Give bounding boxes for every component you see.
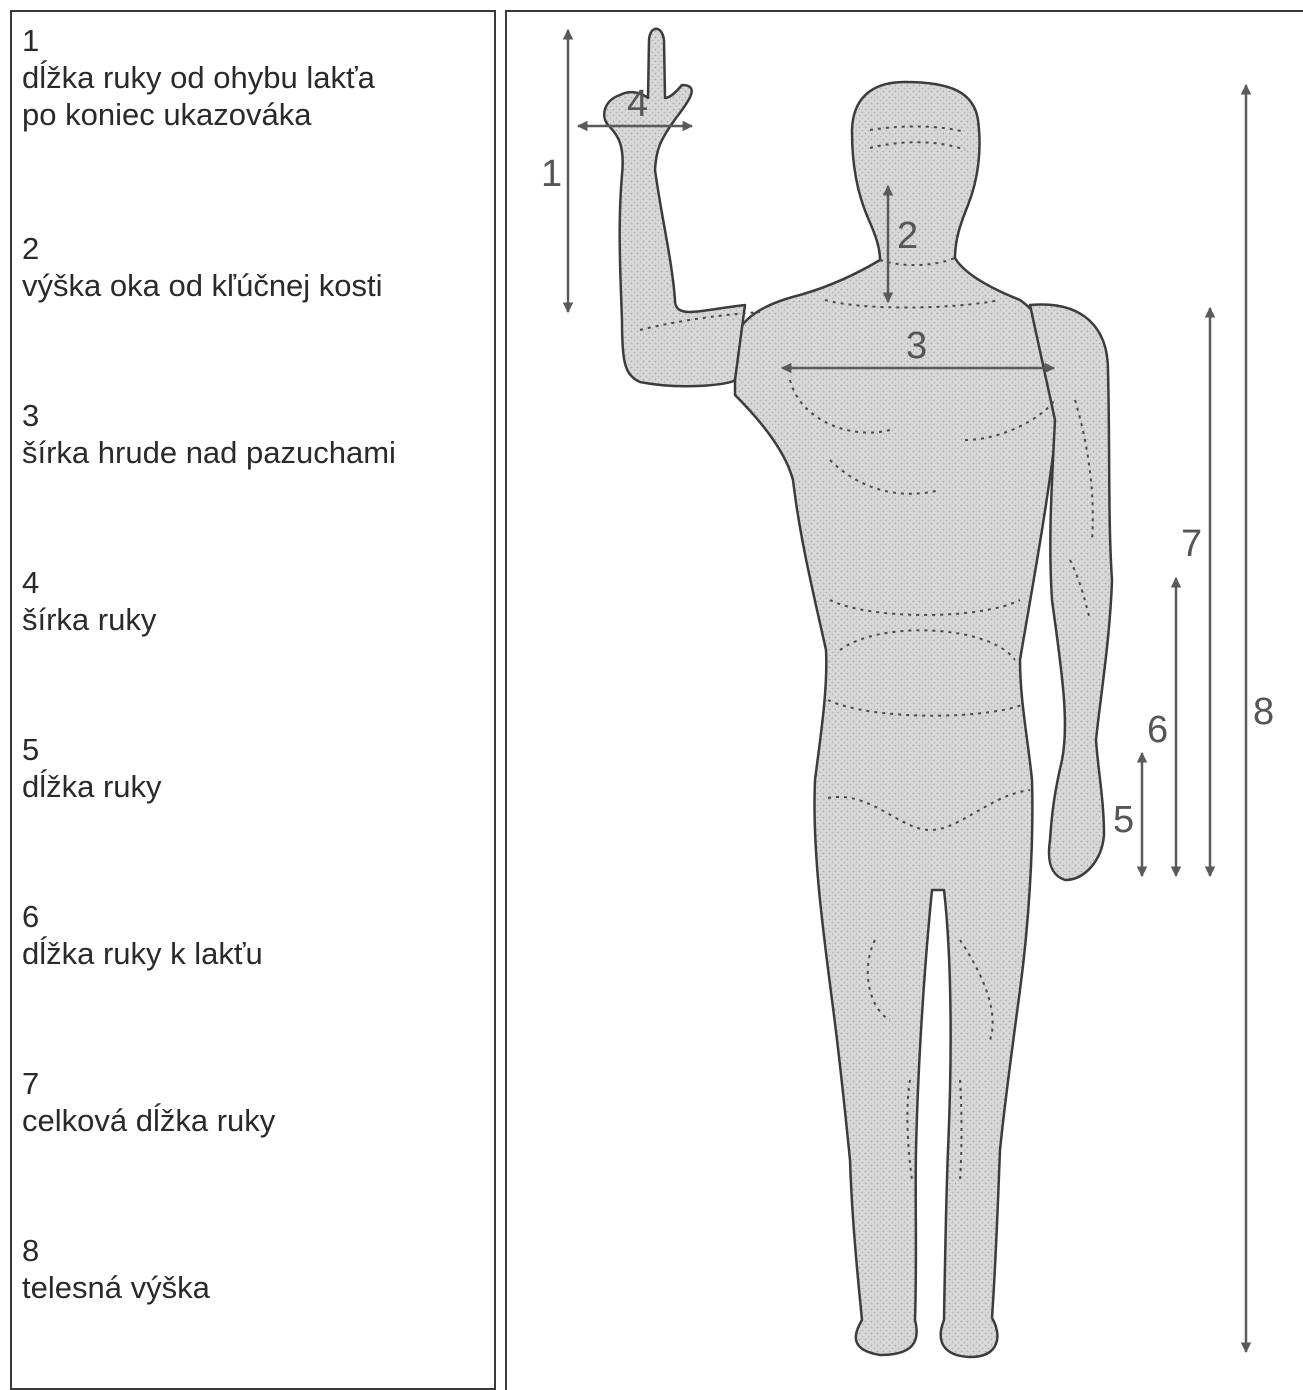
measure-label-4: 4 (627, 83, 648, 125)
legend-description: telesná výška (22, 1269, 210, 1306)
legend-item-5: 5 dĺžka ruky (22, 731, 162, 805)
legend-item-4: 4 šírka ruky (22, 564, 156, 638)
measure-label-5: 5 (1113, 799, 1134, 841)
legend-number: 1 (22, 22, 375, 59)
legend-description: šírka ruky (22, 601, 156, 638)
legend-description: celková dĺžka ruky (22, 1102, 275, 1139)
legend-description: dĺžka ruky (22, 768, 162, 805)
legend-number: 3 (22, 397, 396, 434)
legend-number: 4 (22, 564, 156, 601)
legend-description: dĺžka ruky k lakťu (22, 935, 263, 972)
legend-panel (10, 10, 496, 1390)
body-measurement-diagram: 1 2 3 4 5 6 7 8 (505, 10, 1303, 1389)
legend-description: po koniec ukazováka (22, 96, 375, 133)
legend-number: 5 (22, 731, 162, 768)
legend-item-3: 3 šírka hrude nad pazuchami (22, 397, 396, 471)
legend-number: 2 (22, 230, 383, 267)
measure-label-6: 6 (1147, 709, 1168, 751)
legend-item-6: 6 dĺžka ruky k lakťu (22, 898, 263, 972)
legend-description: výška oka od kľúčnej kosti (22, 267, 383, 304)
measure-label-3: 3 (906, 325, 927, 367)
legend-description: šírka hrude nad pazuchami (22, 434, 396, 471)
legend-item-2: 2 výška oka od kľúčnej kosti (22, 230, 383, 304)
legend-description: dĺžka ruky od ohybu lakťa (22, 59, 375, 96)
figure-head-torso (735, 82, 1056, 1357)
legend-item-1: 1 dĺžka ruky od ohybu lakťa po koniec uk… (22, 22, 375, 133)
figure-raised-arm (604, 29, 745, 386)
measure-label-2: 2 (897, 215, 918, 257)
legend-item-7: 7 celková dĺžka ruky (22, 1065, 275, 1139)
legend-item-8: 8 telesná výška (22, 1232, 210, 1306)
legend-number: 8 (22, 1232, 210, 1269)
legend-number: 7 (22, 1065, 275, 1102)
measure-label-1: 1 (541, 153, 562, 195)
measure-label-7: 7 (1181, 523, 1202, 565)
legend-number: 6 (22, 898, 263, 935)
human-figure (604, 29, 1112, 1357)
measure-label-8: 8 (1253, 691, 1274, 733)
